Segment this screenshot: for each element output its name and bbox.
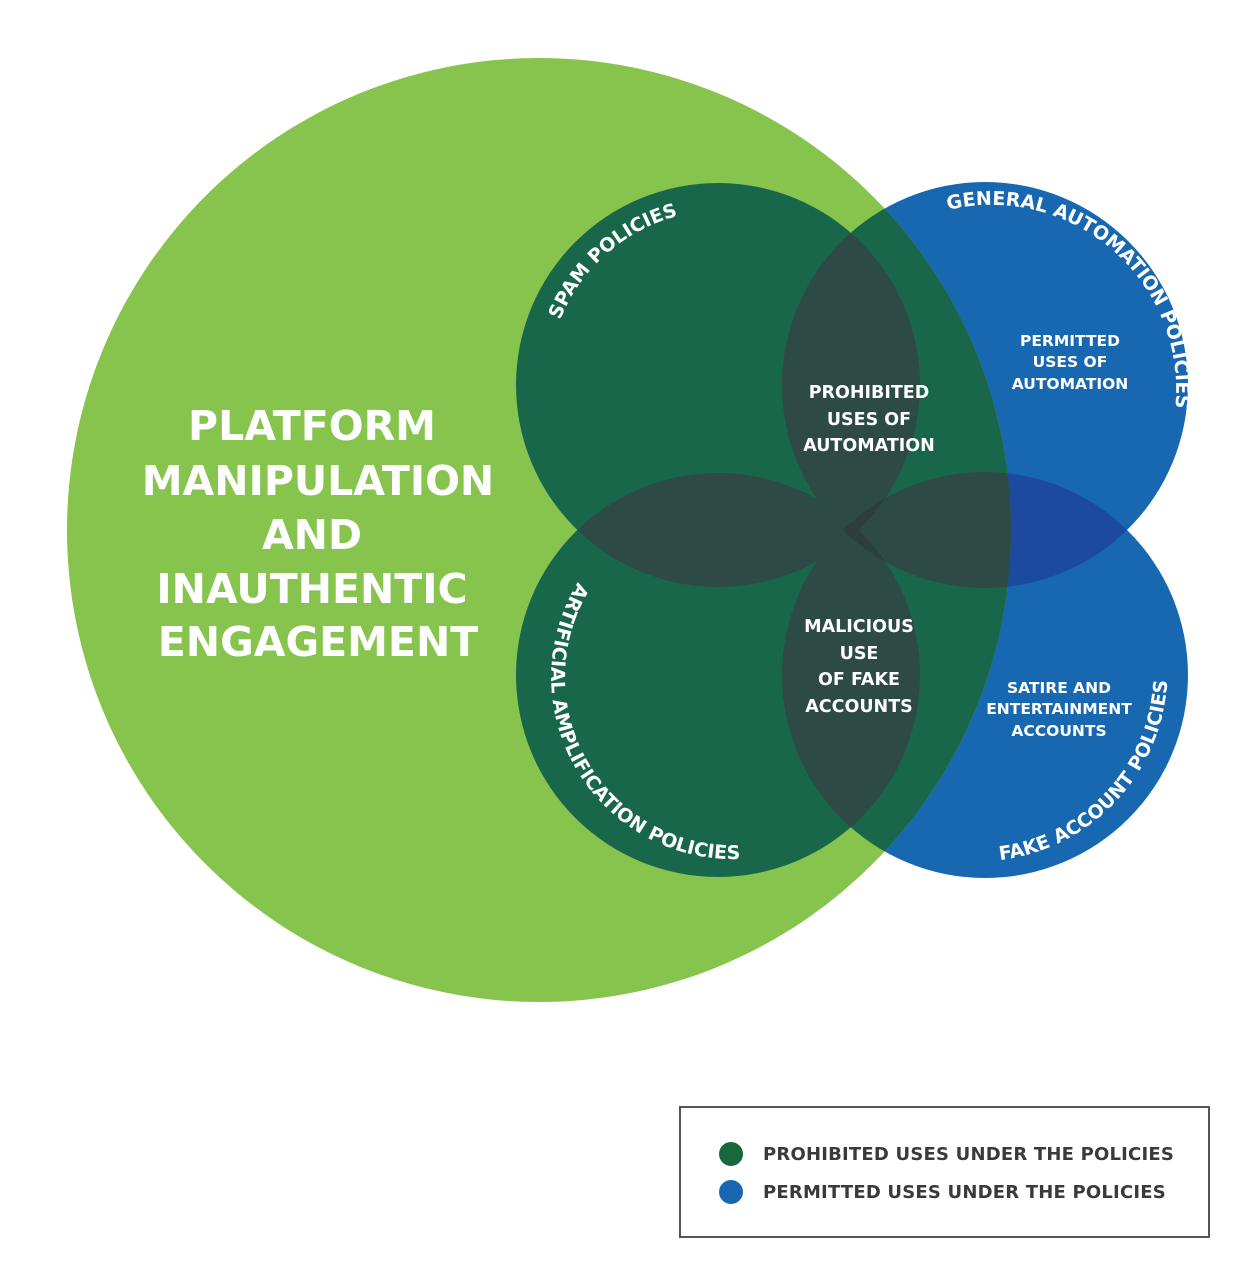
region-line: USES OF [1033, 353, 1108, 371]
region-permitted-automation: PERMITTED USES OF AUTOMATION [1012, 332, 1129, 393]
region-line: PERMITTED [1020, 332, 1120, 350]
main-title-line: INAUTHENTIC [156, 565, 467, 613]
permitted-color-dot-icon [719, 1180, 743, 1204]
region-line: AUTOMATION [803, 436, 935, 456]
region-line: USE [840, 644, 879, 664]
region-line: ACCOUNTS [1011, 722, 1106, 740]
region-malicious-fake: MALICIOUS USE OF FAKE ACCOUNTS [804, 617, 914, 717]
legend-label: PERMITTED USES UNDER THE POLICIES [763, 1181, 1166, 1203]
region-line: ENTERTAINMENT [986, 700, 1132, 718]
main-title: PLATFORM MANIPULATION AND INAUTHENTIC EN… [142, 402, 495, 666]
region-line: OF FAKE [818, 670, 900, 690]
region-line: MALICIOUS [804, 617, 914, 637]
main-title-line: PLATFORM [188, 402, 436, 450]
main-title-line: AND [262, 511, 362, 559]
legend-label: PROHIBITED USES UNDER THE POLICIES [763, 1143, 1175, 1165]
region-prohibited-automation: PROHIBITED USES OF AUTOMATION [803, 383, 935, 456]
legend-item-prohibited: PROHIBITED USES UNDER THE POLICIES [719, 1142, 1174, 1166]
region-satire: SATIRE AND ENTERTAINMENT ACCOUNTS [986, 679, 1132, 740]
region-line: USES OF [827, 410, 911, 430]
main-title-line: ENGAGEMENT [158, 618, 478, 666]
region-line: ACCOUNTS [805, 697, 913, 717]
legend: PROHIBITED USES UNDER THE POLICIES PERMI… [679, 1106, 1210, 1238]
region-line: PROHIBITED [809, 383, 930, 403]
region-line: SATIRE AND [1007, 679, 1111, 697]
prohibited-color-dot-icon [719, 1142, 743, 1166]
main-title-line: MANIPULATION [142, 457, 495, 505]
legend-item-permitted: PERMITTED USES UNDER THE POLICIES [719, 1180, 1166, 1204]
amp-fake-overlap [782, 473, 920, 877]
spam-automation-overlap [782, 183, 920, 587]
region-line: AUTOMATION [1012, 375, 1129, 393]
